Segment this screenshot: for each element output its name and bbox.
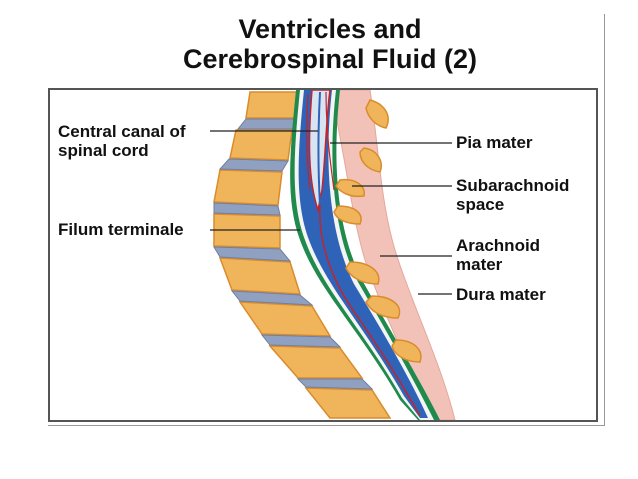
title-line-1: Ventricles and (238, 14, 422, 44)
label-arachnoid-line-1: Arachnoid (456, 236, 541, 255)
spinous-processes (333, 99, 422, 363)
label-subarachnoid-line-1: Subarachnoid (456, 176, 570, 195)
label-arachnoid-mater: Arachnoid mater (456, 236, 540, 274)
central-canal (317, 91, 321, 206)
slide-title: Ventricles and Cerebrospinal Fluid (2) (120, 14, 540, 74)
vertebral-bodies (213, 91, 392, 419)
slide-edge-right (604, 14, 605, 426)
filum-terminale-thread (319, 204, 421, 417)
label-arachnoid-line-2: mater (456, 255, 503, 274)
title-line-2: Cerebrospinal Fluid (2) (182, 44, 478, 74)
slide-edge-bottom (48, 425, 604, 426)
label-subarachnoid-line-2: space (456, 195, 505, 214)
label-central-canal: Central canal of spinal cord (58, 122, 186, 160)
label-central-canal-line-2: spinal cord (58, 141, 149, 160)
label-central-canal-line-1: Central canal of (58, 122, 186, 141)
arachnoid-mater-layer (294, 90, 434, 420)
intervertebral-discs (213, 118, 374, 390)
label-dura-mater: Dura mater (456, 285, 546, 304)
label-subarachnoid-space: Subarachnoid space (456, 176, 569, 214)
leader-lines (210, 130, 452, 295)
label-pia-mater: Pia mater (456, 133, 533, 152)
label-filum-terminale: Filum terminale (58, 220, 184, 239)
